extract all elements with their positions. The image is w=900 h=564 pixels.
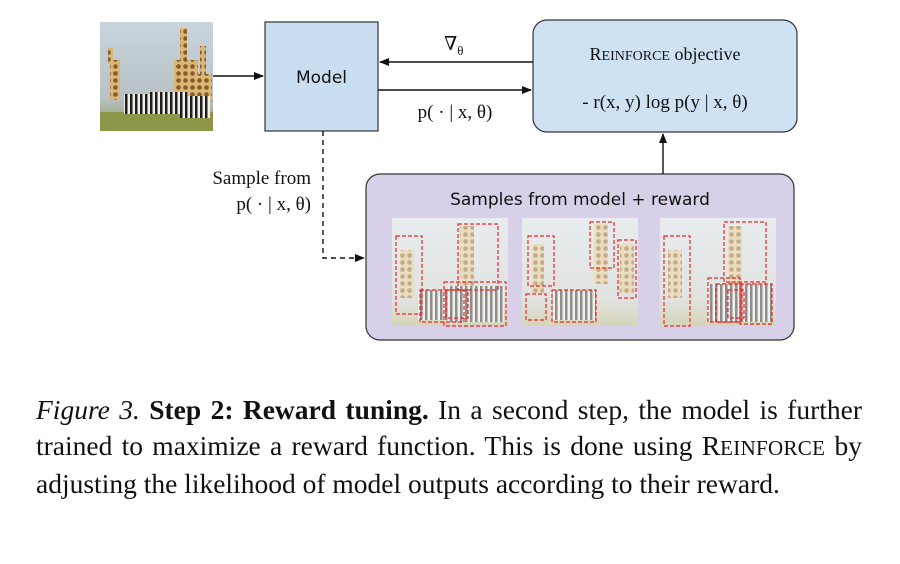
objective-title: REINFORCE objective: [590, 44, 741, 64]
objective-formula: - r(x, y) log p(y | x, θ): [582, 92, 747, 113]
model-label: Model: [296, 68, 347, 88]
gradient-label: ∇θ: [444, 34, 464, 58]
caption-reinforce: REINFORCE: [701, 430, 826, 461]
diagram: Model REINFORCE objective - r(x, y) log …: [100, 19, 798, 341]
arrow-sample-dashed: [322, 131, 365, 262]
caption-text-1: In a second step, the model is further t…: [36, 394, 863, 461]
caption-text-2: by adjusting the likelihood of model out…: [36, 430, 863, 499]
sample-photo-3: [660, 218, 776, 327]
model-box: Model: [264, 21, 379, 132]
objective-box: REINFORCE objective - r(x, y) log p(y | …: [532, 19, 798, 133]
samples-box: Samples from model + reward: [365, 173, 795, 341]
caption-title: Step 2: Reward tuning.: [149, 394, 429, 425]
sample-label-line2: p( · | x, θ): [236, 194, 311, 215]
giraffe-zebra-photo: [100, 22, 213, 131]
figure-caption: Figure 3. Step 2: Reward tuning. In a se…: [36, 392, 862, 502]
arrows: [213, 58, 667, 262]
sample-photo-2: [522, 218, 638, 326]
sample-photo-1: [392, 218, 508, 327]
prob-label: p( · | x, θ): [418, 102, 493, 123]
samples-title: Samples from model + reward: [450, 190, 710, 210]
caption-label: Figure 3.: [36, 394, 140, 425]
sample-label-line1: Sample from: [212, 168, 311, 189]
